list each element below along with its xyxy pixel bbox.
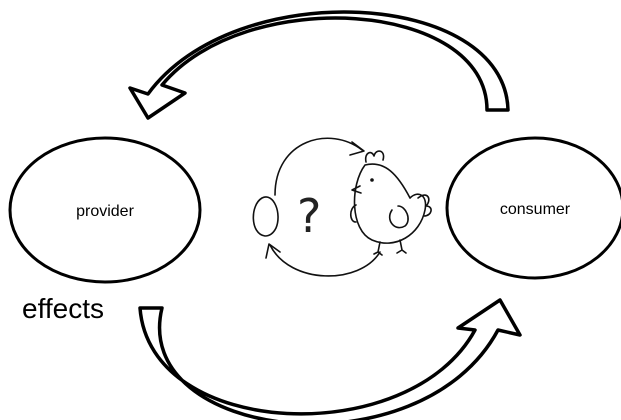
bottom-curved-arrow <box>138 298 522 420</box>
effects-label: effects <box>22 293 104 324</box>
consumer-label: consumer <box>500 201 571 218</box>
consumer-node <box>445 136 621 280</box>
top-curved-arrow <box>128 10 510 120</box>
chicken-and-egg-icon: ? <box>252 137 432 277</box>
provider-node <box>8 136 202 284</box>
provider-label: provider <box>76 203 134 220</box>
question-mark: ? <box>297 189 321 243</box>
